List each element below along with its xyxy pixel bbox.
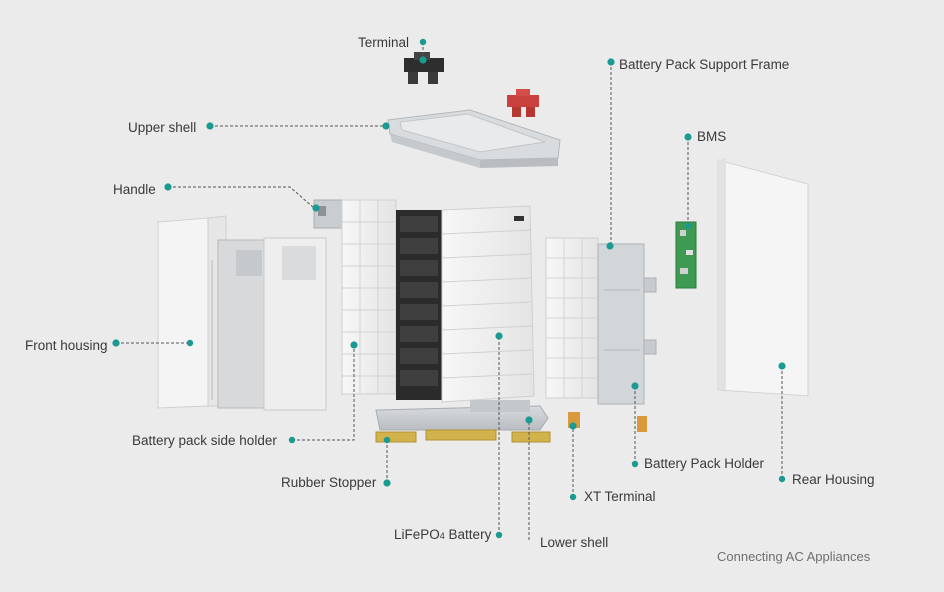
label-handle: Handle [113, 182, 156, 197]
front-housing-part [157, 215, 327, 411]
terminal-red-part [507, 89, 539, 117]
lifepo4-suffix: Battery [444, 527, 492, 542]
lower-shell-part [375, 400, 549, 431]
label-battery-pack-side-holder: Battery pack side holder [132, 433, 277, 448]
side-holder-right-part [545, 237, 599, 399]
label-terminal: Terminal [358, 35, 410, 50]
marker-dots [112, 38, 786, 539]
label-bms: BMS [697, 129, 727, 144]
bms-part [675, 221, 697, 289]
caption-text: Connecting AC Appliances [717, 549, 871, 564]
terminal-part [404, 52, 444, 84]
label-front-housing: Front housing [25, 338, 108, 353]
lifepo4-subscript: 4 [439, 531, 445, 541]
rear-housing-part [717, 158, 809, 397]
label-rubber-stopper: Rubber Stopper [281, 475, 377, 490]
label-battery-pack-support-frame: Battery Pack Support Frame [619, 57, 790, 72]
upper-shell-part [387, 109, 561, 168]
battery-pack-holder-part [597, 243, 657, 432]
label-upper-shell: Upper shell [128, 120, 197, 135]
lifepo4-battery-part [396, 205, 535, 403]
label-lifepo4-battery: LiFePO4 Battery [394, 527, 491, 544]
label-lower-shell: Lower shell [540, 535, 609, 550]
side-holder-left-part [341, 199, 397, 395]
label-rear-housing: Rear Housing [792, 472, 875, 487]
label-xt-terminal: XT Terminal [584, 489, 656, 504]
label-battery-pack-holder: Battery Pack Holder [644, 456, 765, 471]
lifepo4-prefix: LiFePO [394, 527, 440, 542]
leader-lines [116, 42, 783, 540]
rubber-stopper-part [375, 429, 551, 443]
